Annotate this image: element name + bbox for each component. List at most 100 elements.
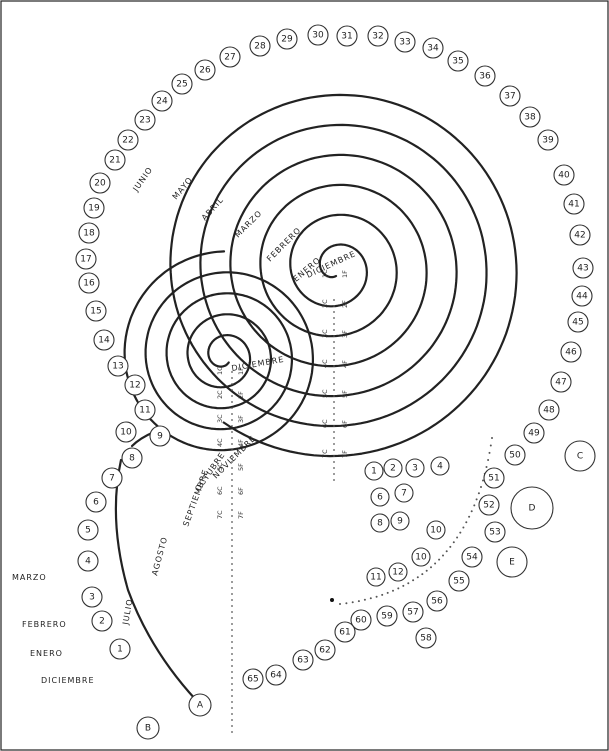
grid-marker-9: 9 (391, 512, 409, 530)
number-label: 62 (319, 646, 330, 656)
big-code-5c: 5C (321, 389, 329, 398)
number-marker-6: 6 (86, 492, 106, 512)
number-marker-42: 42 (570, 225, 590, 245)
number-label: 21 (109, 156, 120, 166)
number-label: 34 (427, 44, 439, 54)
number-marker-27: 27 (220, 47, 240, 67)
grid-marker-1: 1 (365, 462, 383, 480)
grid-marker-3: 3 (406, 459, 424, 477)
number-label: 13 (112, 362, 123, 372)
number-label: 25 (176, 80, 187, 90)
number-marker-7: 7 (102, 468, 122, 488)
small-code-6f: 6F (237, 487, 245, 495)
number-marker-56: 56 (427, 591, 447, 611)
number-marker-32: 32 (368, 26, 388, 46)
number-label: 44 (576, 292, 588, 302)
letter-marker-a: A (189, 694, 211, 716)
grid-number-label: 3 (412, 464, 418, 474)
number-label: 35 (452, 57, 463, 67)
number-marker-22: 22 (118, 130, 138, 150)
grid-number-label: 12 (392, 568, 403, 578)
number-marker-21: 21 (105, 150, 125, 170)
small-code-6c: 6C (216, 486, 224, 495)
number-label: 19 (88, 204, 100, 214)
number-marker-43: 43 (573, 258, 593, 278)
number-marker-53: 53 (485, 522, 505, 542)
number-label: 3 (89, 593, 95, 603)
letter-marker-c: C (565, 441, 595, 471)
number-label: 46 (565, 348, 577, 358)
number-label: 59 (381, 612, 393, 622)
small-code-1c: 1C (216, 366, 224, 375)
grid-marker-10: 10 (427, 521, 445, 539)
number-marker-34: 34 (423, 38, 443, 58)
small-code-3f: 3F (237, 415, 245, 423)
number-label: 22 (122, 136, 133, 146)
number-label: 14 (98, 336, 110, 346)
number-label: 15 (90, 307, 101, 317)
small-code-5f: 5F (237, 463, 245, 471)
number-label: 11 (139, 406, 150, 416)
small-code-7c: 7C (216, 510, 224, 519)
number-marker-12: 12 (125, 375, 145, 395)
grid-number-label: 11 (370, 573, 381, 583)
number-marker-58: 58 (416, 628, 436, 648)
number-label: 47 (555, 378, 566, 388)
grid-number-label: 7 (401, 489, 407, 499)
number-marker-4: 4 (78, 551, 98, 571)
small-code-2c: 2C (216, 390, 224, 399)
number-marker-49: 49 (524, 423, 544, 443)
number-marker-14: 14 (94, 330, 114, 350)
number-marker-63: 63 (293, 650, 313, 670)
number-label: 64 (270, 671, 282, 681)
number-label: 54 (466, 553, 478, 563)
small-axis-dots (231, 371, 233, 733)
number-marker-52: 52 (479, 495, 499, 515)
number-marker-41: 41 (564, 194, 584, 214)
number-marker-28: 28 (250, 36, 270, 56)
number-label: 30 (312, 31, 324, 41)
big-code-6f: 6F (341, 420, 349, 428)
number-label: 43 (577, 264, 588, 274)
number-label: 36 (479, 72, 491, 82)
number-marker-48: 48 (539, 400, 559, 420)
grid-marker-8: 8 (371, 514, 389, 532)
big-code-2f: 2F (341, 300, 349, 308)
number-label: 26 (199, 66, 211, 76)
grid-marker-6: 6 (371, 488, 389, 506)
number-marker-36: 36 (475, 66, 495, 86)
big-code-1f: 1F (341, 270, 349, 278)
number-marker-50: 50 (505, 445, 525, 465)
number-label: 38 (524, 113, 536, 123)
number-label: 8 (129, 454, 135, 464)
number-label: 58 (420, 634, 432, 644)
number-label: 37 (504, 92, 515, 102)
number-marker-10: 10 (116, 422, 136, 442)
number-label: 51 (488, 474, 499, 484)
grid-number-label: 9 (397, 517, 403, 527)
number-marker-11: 11 (135, 400, 155, 420)
number-marker-59: 59 (377, 606, 397, 626)
number-marker-51: 51 (484, 468, 504, 488)
big-code-7f: 7F (341, 450, 349, 458)
number-label: 31 (341, 32, 352, 42)
letter-marker-d: D (511, 487, 553, 529)
number-label: 55 (453, 577, 464, 587)
number-marker-9: 9 (150, 426, 170, 446)
number-marker-35: 35 (448, 51, 468, 71)
number-marker-62: 62 (315, 640, 335, 660)
number-marker-17: 17 (76, 249, 96, 269)
big-code-7c: 7C (321, 449, 329, 458)
big-code-4c: 4C (321, 359, 329, 368)
number-label: 18 (83, 229, 95, 239)
grid-number-label: 10 (430, 526, 442, 536)
big-code-1c: 1C (321, 269, 329, 278)
number-label: 12 (129, 381, 140, 391)
number-marker-19: 19 (84, 198, 104, 218)
grid-number-label: 4 (437, 462, 443, 472)
grid-marker-4: 4 (431, 457, 449, 475)
number-label: 23 (139, 116, 150, 126)
grid-number-label: 1 (371, 467, 377, 477)
